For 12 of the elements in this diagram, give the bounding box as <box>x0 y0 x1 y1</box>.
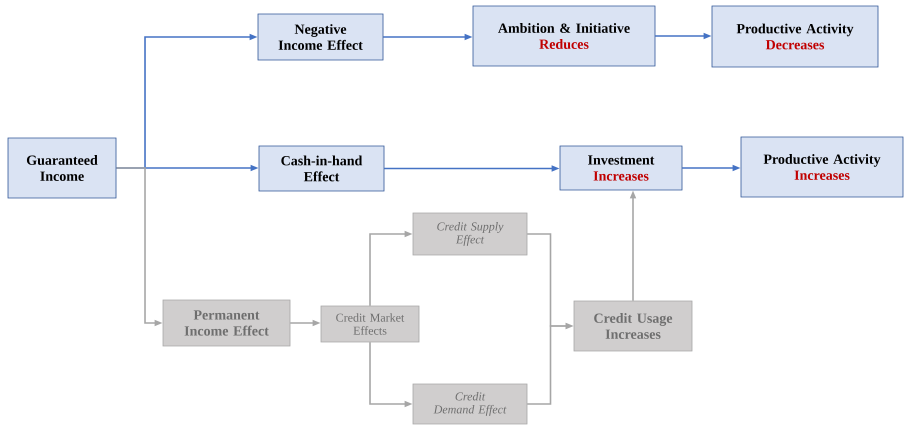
process-box: Guaranteed Income <box>8 138 116 198</box>
process-box: Credit Supply Effect <box>412 212 528 256</box>
process-box: Investment Increases <box>560 146 682 190</box>
process-box: Permanent Income Effect <box>162 300 290 346</box>
process-box: Credit Market Effects <box>320 306 420 342</box>
process-box: Negative Income Effect <box>258 14 384 60</box>
process-box: Ambition & Initiative Reduces <box>472 6 656 66</box>
process-box: Productive Activity Increases <box>740 136 904 198</box>
process-box: Cash-in-hand Effect <box>258 146 384 192</box>
process-box: Productive Activity Decreases <box>712 6 878 68</box>
process-box: Credit Demand Effect <box>412 384 528 424</box>
process-box: Credit Usage Increases <box>574 300 692 352</box>
